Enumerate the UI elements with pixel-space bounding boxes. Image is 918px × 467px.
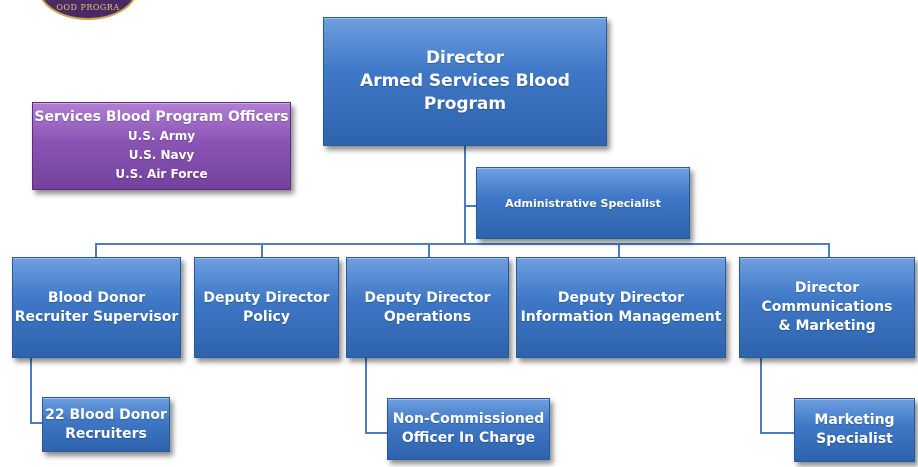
- connector-to-marketing: [760, 432, 794, 434]
- deputy-info-line1: Deputy Director: [557, 289, 685, 306]
- deputy-director-policy-box: Deputy Director Policy: [194, 257, 339, 358]
- director-org-line1: Armed Services Blood: [360, 71, 570, 91]
- connector-to-deputy-info: [618, 243, 620, 257]
- connector-comm-down: [760, 358, 762, 434]
- connector-director-trunk: [464, 145, 466, 245]
- director-title: Director: [425, 48, 505, 68]
- sbpo-box: Services Blood Program Officers U.S. Arm…: [32, 102, 291, 190]
- nco-line2: Officer In Charge: [401, 430, 536, 446]
- connector-to-director-comm: [828, 243, 830, 257]
- sbpo-air-force: U.S. Air Force: [115, 167, 208, 181]
- deputy-info-line2: Information Management: [520, 308, 722, 325]
- director-comm-line1: Director: [794, 280, 860, 296]
- connector-to-nco: [365, 432, 387, 434]
- director-org-line2: Program: [423, 94, 507, 114]
- deputy-policy-line1: Deputy Director: [203, 289, 330, 306]
- director-comm-line2: Communications: [761, 299, 893, 315]
- seal-text: OOD PROGRA: [56, 3, 120, 12]
- sbpo-navy: U.S. Navy: [128, 148, 195, 162]
- connector-to-deputy-policy: [261, 243, 263, 257]
- administrative-specialist-box: Administrative Specialist: [476, 167, 690, 239]
- recruiter-supervisor-line2: Recruiter Supervisor: [14, 308, 179, 325]
- connector-admin-branch: [464, 205, 476, 207]
- administrative-specialist-label: Administrative Specialist: [505, 196, 661, 210]
- nco-in-charge-box: Non-Commissioned Officer In Charge: [387, 398, 550, 460]
- director-comm-line3: & Marketing: [778, 318, 876, 334]
- sbpo-title: Services Blood Program Officers: [34, 109, 289, 125]
- marketing-line1: Marketing: [814, 412, 895, 428]
- deputy-operations-line2: Operations: [383, 308, 472, 325]
- recruiter-supervisor-box: Blood Donor Recruiter Supervisor: [12, 257, 181, 358]
- connector-to-recruiters: [30, 422, 42, 424]
- director-communications-box: Director Communications & Marketing: [739, 257, 915, 358]
- deputy-policy-line2: Policy: [243, 308, 290, 325]
- recruiters-line2: Recruiters: [65, 425, 147, 442]
- connector-to-deputy-operations: [428, 243, 430, 257]
- nco-line1: Non-Commissioned: [392, 411, 545, 427]
- connector-supervisor-down: [30, 358, 32, 424]
- connector-horizontal-bus: [95, 243, 829, 245]
- blood-donor-recruiters-box: 22 Blood Donor Recruiters: [42, 397, 170, 452]
- director-box: Director Armed Services Blood Program: [323, 17, 607, 146]
- deputy-director-info-management-box: Deputy Director Information Management: [516, 257, 726, 358]
- marketing-line2: Specialist: [816, 431, 893, 447]
- deputy-operations-line1: Deputy Director: [364, 289, 491, 306]
- deputy-director-operations-box: Deputy Director Operations: [346, 257, 509, 358]
- recruiters-line1: 22 Blood Donor: [45, 406, 167, 423]
- recruiter-supervisor-line1: Blood Donor: [47, 289, 146, 306]
- connector-operations-down: [365, 358, 367, 434]
- marketing-specialist-box: Marketing Specialist: [794, 398, 915, 462]
- blood-program-seal-logo: OOD PROGRA: [38, 0, 138, 20]
- connector-to-recruiter-supervisor: [95, 243, 97, 257]
- sbpo-army: U.S. Army: [127, 129, 196, 143]
